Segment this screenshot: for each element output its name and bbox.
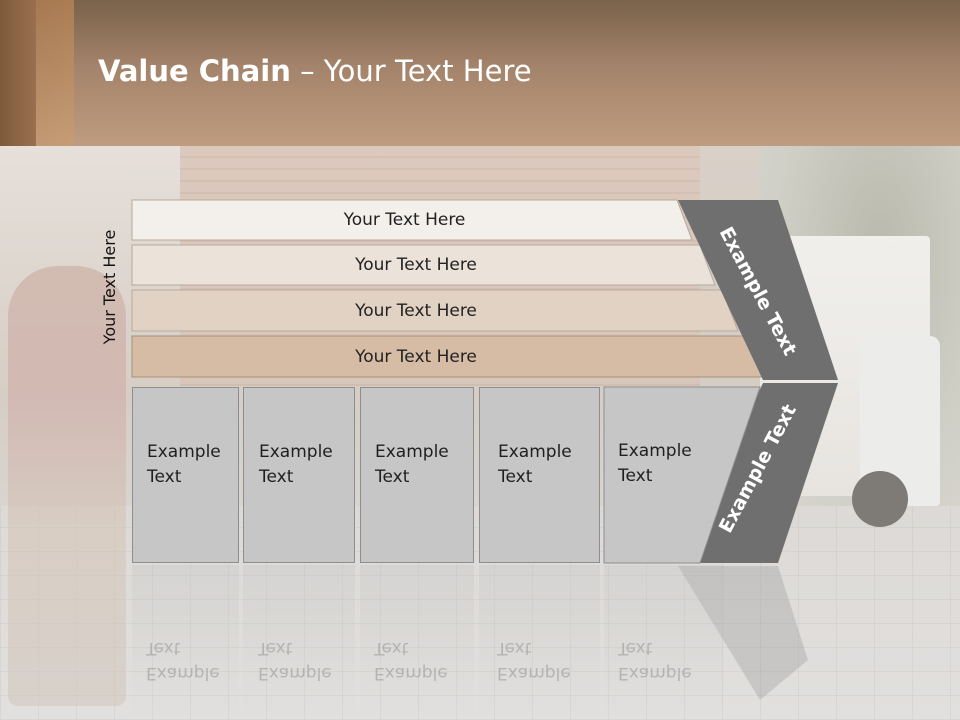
column-3-line2: Text — [375, 467, 410, 487]
chevron-upper — [678, 200, 838, 380]
page-title: Value Chain – Your Text Here — [98, 54, 532, 88]
reflection: Example Text Example Text Example Text Exam… — [130, 565, 850, 720]
title-rest: – Your Text Here — [290, 54, 532, 88]
chevron-reflection — [678, 566, 808, 700]
column-3-line1: Example — [375, 442, 449, 462]
column-5-line2: Text — [618, 466, 653, 486]
reflection-column-3 — [360, 565, 474, 715]
reflection-column-4 — [479, 565, 600, 715]
reflection-text-4: Example Text — [497, 635, 571, 685]
row-label-3: Your Text Here — [132, 290, 700, 331]
reflection-text-2-line2: Text — [258, 638, 293, 658]
reflection-text-2-line1: Example — [258, 663, 332, 683]
vertical-label: Your Text Here — [99, 229, 119, 345]
reflection-text-3-line1: Example — [374, 663, 448, 683]
row-text-1: Your Text Here — [343, 210, 466, 230]
row-text-2: Your Text Here — [355, 255, 477, 275]
reflection-column-1 — [132, 565, 239, 715]
reflection-text-1-line2: Text — [146, 638, 181, 658]
reflection-text-5-line2: Text — [618, 638, 653, 658]
row-bar-2 — [131, 244, 716, 286]
reflection-text-3: Example Text — [374, 635, 448, 685]
row-label-2: Your Text Here — [132, 245, 700, 285]
column-4-line2: Text — [498, 467, 533, 487]
header-accent-stripe — [36, 0, 74, 146]
reflection-text-1: Example Text — [146, 635, 220, 685]
reflection-column-5 — [604, 565, 724, 715]
column-2-line2: Text — [259, 467, 294, 487]
row-label-4: Your Text Here — [132, 336, 700, 377]
row-text-4: Your Text Here — [355, 346, 477, 367]
column-1-line1: Example — [147, 442, 221, 462]
reflection-text-1-line1: Example — [146, 663, 220, 683]
column-5-shape — [603, 386, 761, 564]
reflection-text-3-line2: Text — [374, 638, 409, 658]
row-bar-3 — [131, 289, 739, 332]
reflection-column-2 — [243, 565, 355, 715]
row-text-3: Your Text Here — [355, 300, 477, 321]
reflection-text-2: Example Text — [258, 635, 332, 685]
chevron-lower — [678, 383, 838, 563]
reflection-text-5-line1: Example — [618, 663, 692, 683]
column-5-line1: Example — [618, 441, 692, 461]
title-bold: Value Chain — [98, 54, 291, 88]
reflection-text-4-line2: Text — [497, 638, 532, 658]
reflection-text-4-line1: Example — [497, 663, 571, 683]
photo-people — [8, 266, 126, 706]
column-4-line1: Example — [498, 442, 572, 462]
column-1-line2: Text — [147, 467, 182, 487]
photo-wheel — [852, 471, 908, 527]
header-band: Value Chain – Your Text Here — [0, 0, 960, 146]
column-2-line1: Example — [259, 442, 333, 462]
row-label-1: Your Text Here — [132, 200, 677, 240]
row-bar-1 — [131, 199, 693, 241]
reflection-text-5: Example Text — [618, 635, 692, 685]
